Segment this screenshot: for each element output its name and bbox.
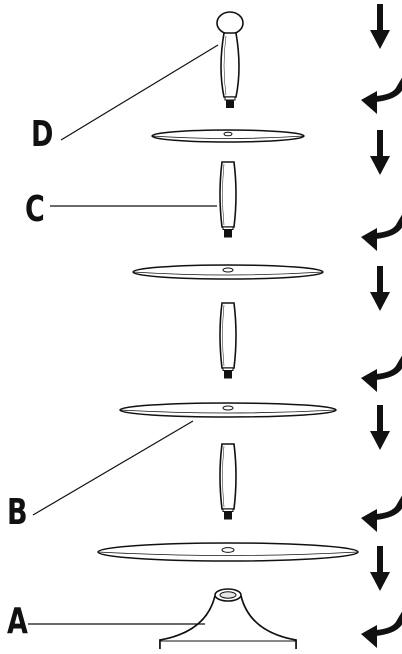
top-tier-plate (151, 129, 305, 143)
leader-line-b (32, 420, 194, 516)
down-arrow-icon (370, 130, 390, 175)
post-upper (219, 161, 237, 239)
base (159, 588, 297, 649)
turn-arrow-icon (361, 494, 402, 532)
middle-tier-plate (132, 264, 324, 280)
finial-post (216, 11, 244, 108)
callout-label-a: A (7, 601, 28, 642)
callout-label-b: B (7, 492, 28, 533)
post-middle (219, 302, 237, 380)
callout-label-d: D (31, 114, 54, 155)
leader-line-d (60, 44, 219, 141)
turn-arrow-icon (361, 610, 402, 648)
lower-tier-plate (119, 402, 337, 418)
down-arrow-icon (370, 4, 390, 49)
down-arrow-icon (370, 546, 390, 591)
down-arrow-icon (370, 405, 390, 450)
turn-arrow-icon (361, 354, 402, 392)
turn-arrow-icon (361, 76, 402, 114)
callout-label-c: C (25, 189, 45, 230)
post-lower (219, 443, 237, 521)
down-arrow-icon (370, 266, 390, 311)
turn-arrow-icon (361, 213, 402, 251)
bottom-tier-plate (97, 542, 359, 562)
